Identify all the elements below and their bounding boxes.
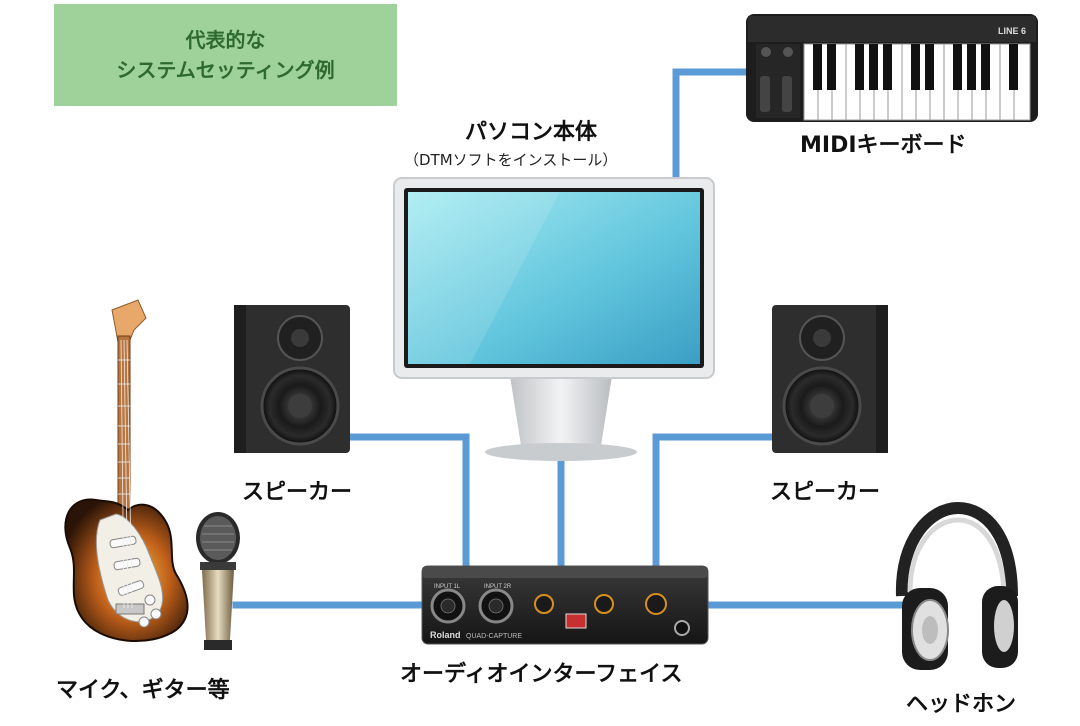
title-line-2: システムセッティング例 [116, 58, 335, 82]
wire-midi-to-pc [672, 68, 750, 184]
headphones [895, 501, 1018, 670]
midi-keyboard: LINE 6 [746, 14, 1038, 122]
input1-text: INPUT 1L [434, 584, 461, 590]
wire-left-speaker [344, 433, 470, 572]
input2-text: INPUT 2R [484, 584, 512, 590]
wire-right-speaker [652, 433, 774, 572]
electric-guitar [64, 299, 189, 642]
title-line-1: 代表的な [185, 28, 266, 52]
title-box: 代表的な システムセッティング例 [54, 4, 397, 106]
headphones-label: ヘッドホン [906, 692, 1017, 717]
pc-label: パソコン本体 [465, 120, 598, 145]
wires [232, 68, 916, 609]
mic-guitar-label: マイク、ギター等 [56, 678, 230, 703]
speaker-right [772, 305, 888, 453]
speaker-right-label: スピーカー [770, 480, 881, 505]
audio-interface: INPUT 1L INPUT 2R Roland QUAD-CAPTURE [421, 565, 709, 645]
keyboard-brand-text: LINE 6 [998, 26, 1026, 36]
condenser-microphone [196, 512, 240, 650]
speaker-left-label: スピーカー [242, 480, 353, 505]
pc-monitor [393, 177, 715, 461]
black-keys [813, 44, 1018, 90]
midi-keyboard-label: MIDIキーボード [800, 133, 967, 158]
pc-sublabel: （DTMソフトをインストール） [404, 151, 618, 169]
interface-brand-text: Roland [430, 630, 461, 640]
audio-interface-label: オーディオインターフェイス [400, 662, 683, 687]
speaker-left [234, 305, 350, 453]
interface-model-text: QUAD-CAPTURE [466, 633, 522, 640]
